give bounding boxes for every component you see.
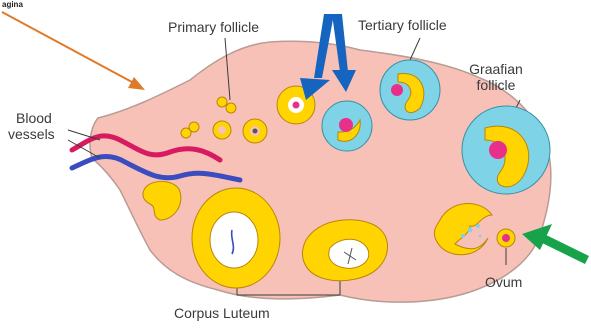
tertiary-follicle — [380, 60, 440, 120]
label-graafian-line1: Graafian — [469, 61, 523, 77]
label-primary-follicle: Primary follicle — [168, 19, 259, 35]
label-blood-line2: vessels — [8, 126, 55, 142]
corner-text: agina — [2, 0, 23, 9]
ovum — [497, 229, 515, 247]
graafian-follicle — [462, 106, 550, 194]
label-tertiary-follicle: Tertiary follicle — [358, 17, 447, 33]
label-blood-line1: Blood — [16, 110, 52, 126]
label-ovum: Ovum — [485, 274, 522, 290]
corpus-luteum — [192, 188, 280, 288]
early-tertiary-follicle — [322, 101, 372, 151]
label-graafian-line2: follicle — [477, 77, 516, 93]
orange-arrow — [2, 12, 145, 90]
label-corpus-luteum: Corpus Luteum — [174, 305, 270, 321]
